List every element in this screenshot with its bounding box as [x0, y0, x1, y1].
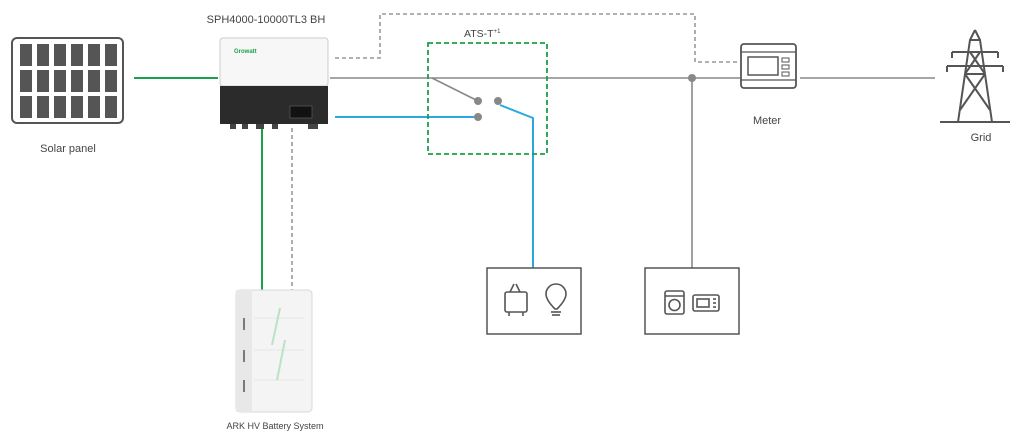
ats-contact-common — [494, 97, 502, 105]
inverter-icon — [219, 37, 329, 129]
light-bulb-icon — [545, 283, 567, 316]
junction-dot — [688, 74, 696, 82]
meter-label: Meter — [753, 115, 781, 127]
normal-loads-box — [644, 267, 740, 335]
washing-machine-icon — [664, 290, 685, 315]
ats-box — [427, 42, 548, 155]
inverter-model-label: SPH4000-10000TL3 BH — [207, 14, 326, 26]
solar-panel-icon — [11, 37, 124, 124]
backup-loads-box — [486, 267, 582, 335]
inverter-brand-logo: Growatt — [234, 49, 257, 55]
battery-icon — [235, 289, 313, 413]
comm-line-meter — [335, 13, 740, 63]
ats-label: ATS-T+1 — [464, 28, 501, 40]
tv-icon — [504, 283, 528, 316]
backup-load-line — [499, 104, 534, 268]
meter-icon — [740, 43, 797, 89]
grid-label: Grid — [971, 132, 992, 144]
solar-panel-label: Solar panel — [40, 143, 96, 155]
battery-label: ARK HV Battery System — [226, 421, 323, 431]
ats-contact-backup — [474, 113, 482, 121]
ats-switch-blade — [431, 77, 479, 102]
microwave-icon — [692, 294, 720, 312]
ats-contact-grid — [474, 97, 482, 105]
transmission-tower-icon — [940, 29, 1010, 123]
